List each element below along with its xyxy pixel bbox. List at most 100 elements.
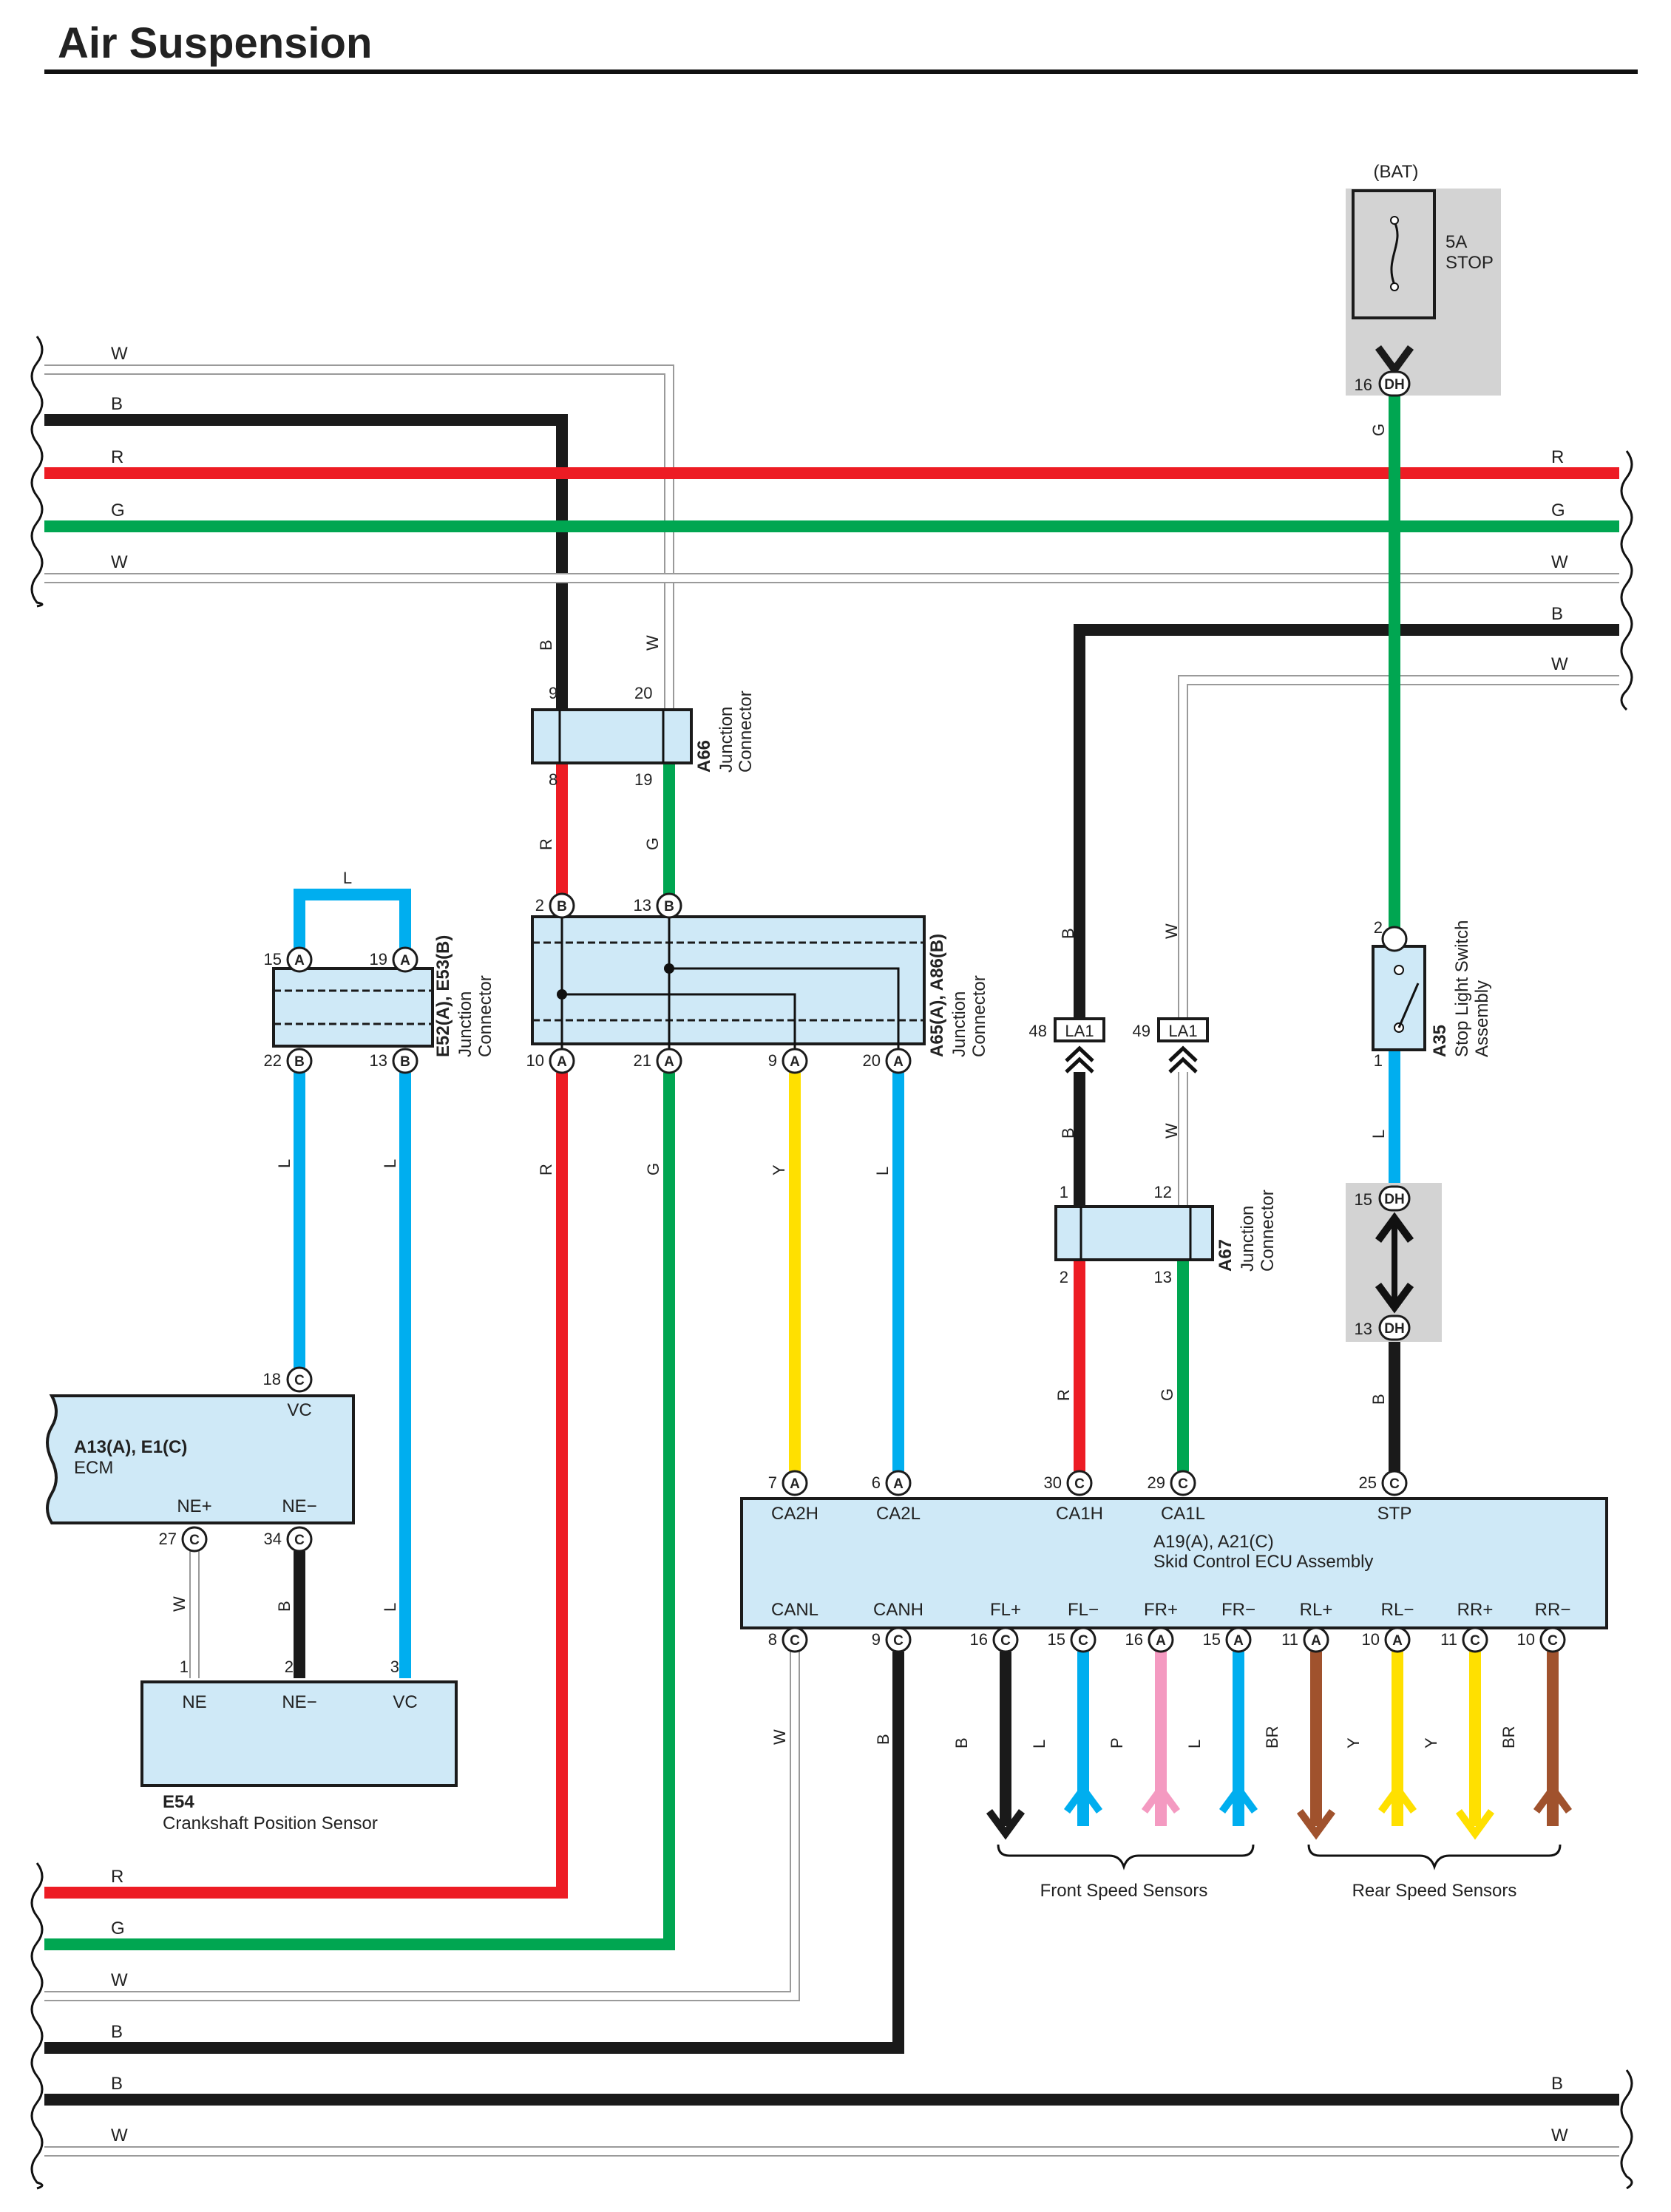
stop-feed-label: G bbox=[1369, 424, 1388, 436]
bus-top-left-label: B bbox=[111, 394, 123, 414]
rear-sensors-label: Rear Speed Sensors bbox=[1352, 1881, 1517, 1901]
dh-arrow-up bbox=[1375, 1212, 1414, 1243]
ecm-id: A13(A), E1(C) bbox=[74, 1437, 187, 1457]
e52-id: E52(A), E53(B) bbox=[433, 935, 453, 1057]
e52-bottom-pin bbox=[392, 1048, 418, 1074]
a67-junction-connector bbox=[1054, 1205, 1214, 1261]
e52-top-pin bbox=[286, 946, 313, 973]
pin-dh-num: 16 bbox=[1355, 376, 1372, 394]
speed-sensor-wire-label: L bbox=[1185, 1740, 1204, 1748]
stop-switch-pin-in-num: 2 bbox=[1374, 918, 1383, 937]
a65-desc1: Junction bbox=[949, 991, 969, 1057]
a65-top-pin-num: 13 bbox=[634, 896, 651, 915]
skid-bottom-pin-num: 10 bbox=[1517, 1630, 1535, 1649]
sensor-pin-label: NE bbox=[182, 1692, 206, 1712]
stop-switch-pin-out-num: 1 bbox=[1374, 1051, 1383, 1070]
a65-bottom-pin-num: 10 bbox=[526, 1051, 544, 1070]
ecm-box bbox=[46, 1394, 355, 1524]
ecm-bottom-pin-code: C bbox=[294, 1533, 305, 1548]
e52-loop-wire bbox=[294, 889, 411, 965]
battery-label: (BAT) bbox=[1374, 162, 1419, 182]
skid-top-pin-label: CA1L bbox=[1161, 1504, 1205, 1524]
ecm-name: ECM bbox=[74, 1458, 113, 1478]
skid-top-pin-code: C bbox=[1389, 1476, 1400, 1492]
sensor-pin-num: 1 bbox=[180, 1658, 189, 1676]
a65-id: A65(A), A86(B) bbox=[927, 934, 947, 1057]
skid-bottom-pin-code: C bbox=[1548, 1633, 1558, 1649]
skid-bottom-pin-code: A bbox=[1392, 1633, 1403, 1649]
sensor-pin-num: 3 bbox=[390, 1658, 399, 1676]
bus-top-left-label: W bbox=[111, 344, 128, 364]
a65-wire-label: Y bbox=[770, 1164, 788, 1175]
pin-dh-13-num: 13 bbox=[1355, 1320, 1372, 1338]
skid-control-ecu-box bbox=[740, 1497, 1608, 1629]
skid-top-pin-num: 25 bbox=[1359, 1473, 1377, 1492]
la1-lower-wire-label: W bbox=[1162, 1123, 1181, 1139]
pin-dh-15-num: 15 bbox=[1355, 1190, 1372, 1209]
pin-dh-16 bbox=[1378, 370, 1411, 397]
speed-sensor-arrow-up bbox=[1141, 1782, 1181, 1814]
bus-bottom-left-label: B bbox=[111, 2074, 123, 2094]
bus-bottom-left-label: B bbox=[111, 2022, 123, 2042]
la1-connector bbox=[1157, 1017, 1209, 1042]
skid-name: Skid Control ECU Assembly bbox=[1153, 1552, 1373, 1572]
skid-bottom-pin-num: 8 bbox=[768, 1630, 777, 1649]
stop-switch-desc2: Assembly bbox=[1472, 980, 1492, 1057]
speed-sensor-arrow-down bbox=[1455, 1809, 1495, 1840]
speed-sensor-arrow-down bbox=[1296, 1809, 1336, 1840]
wire-break-top-left bbox=[30, 336, 44, 608]
e52-wire-label: L bbox=[381, 1159, 399, 1168]
pin-dh-13 bbox=[1378, 1314, 1411, 1341]
a65-bottom-pin bbox=[885, 1048, 912, 1074]
wire-layer bbox=[44, 318, 1619, 2157]
wire-break-top-right bbox=[1620, 450, 1633, 711]
a66-wire-b: B bbox=[537, 639, 555, 651]
la1-code: LA1 bbox=[1168, 1022, 1197, 1040]
speed-sensor-arrow-up bbox=[1533, 1782, 1573, 1814]
switch-contact bbox=[1394, 965, 1404, 975]
speed-sensor-arrow-up bbox=[1218, 1782, 1258, 1814]
skid-top-pin-code: C bbox=[1074, 1476, 1085, 1492]
a67-id: A67 bbox=[1216, 1239, 1236, 1272]
skid-bottom-pin-label: RL+ bbox=[1300, 1600, 1333, 1620]
a66-id: A66 bbox=[694, 740, 714, 773]
skid-bottom-pin-label: CANL bbox=[771, 1600, 818, 1620]
sensor-name: Crankshaft Position Sensor bbox=[163, 1814, 378, 1833]
skid-bottom-pin-num: 16 bbox=[1125, 1630, 1143, 1649]
a65-bottom-pin-num: 20 bbox=[863, 1051, 881, 1070]
skid-bottom-pin-num: 16 bbox=[970, 1630, 988, 1649]
speed-sensor-wire-label: B bbox=[952, 1737, 971, 1748]
skid-bottom-pin-label: FL− bbox=[1068, 1600, 1099, 1620]
speed-sensor-wire-label: L bbox=[1030, 1740, 1048, 1748]
speed-sensor-arrow-down bbox=[986, 1809, 1026, 1840]
a67-desc1: Junction bbox=[1238, 1206, 1258, 1272]
skid-top-pin-code: C bbox=[1178, 1476, 1188, 1492]
ecm-bottom-pin bbox=[181, 1526, 208, 1553]
bus-wire-right-b bbox=[1074, 624, 1619, 1028]
stop-switch-id: A35 bbox=[1430, 1025, 1450, 1057]
a66-desc1: Junction bbox=[716, 707, 736, 773]
e52-desc1: Junction bbox=[455, 991, 475, 1057]
bus-bottom-left-label: R bbox=[111, 1867, 123, 1887]
e52-wire-label: L bbox=[275, 1159, 294, 1168]
title-rule bbox=[44, 69, 1638, 74]
a65-node bbox=[664, 963, 674, 974]
sensor-vc-wire-label: L bbox=[381, 1603, 399, 1612]
bus-bottom-left-label: G bbox=[111, 1918, 125, 1938]
a65-top-pin-code: B bbox=[664, 899, 674, 915]
switch-lever bbox=[1397, 983, 1420, 1028]
a65-bottom-pin bbox=[549, 1048, 575, 1074]
bus-top-right-label: W bbox=[1551, 552, 1568, 572]
pin-dh-code: DH bbox=[1384, 377, 1404, 393]
la1-connector bbox=[1054, 1017, 1105, 1042]
e52-top-pin-num: 15 bbox=[264, 950, 282, 968]
a65-bottom-pin-code: A bbox=[893, 1054, 904, 1070]
canh-wire-label: B bbox=[874, 1734, 892, 1745]
skid-bottom-pin-code: A bbox=[1311, 1633, 1321, 1649]
pin-dh-13-code: DH bbox=[1384, 1321, 1404, 1337]
la1-upper-wire-label: W bbox=[1162, 923, 1181, 939]
skid-bottom-pin-code: A bbox=[1233, 1633, 1244, 1649]
skid-bottom-pin bbox=[1225, 1626, 1252, 1653]
a66-wire-r: R bbox=[537, 838, 555, 850]
skid-bottom-pin bbox=[782, 1626, 808, 1653]
